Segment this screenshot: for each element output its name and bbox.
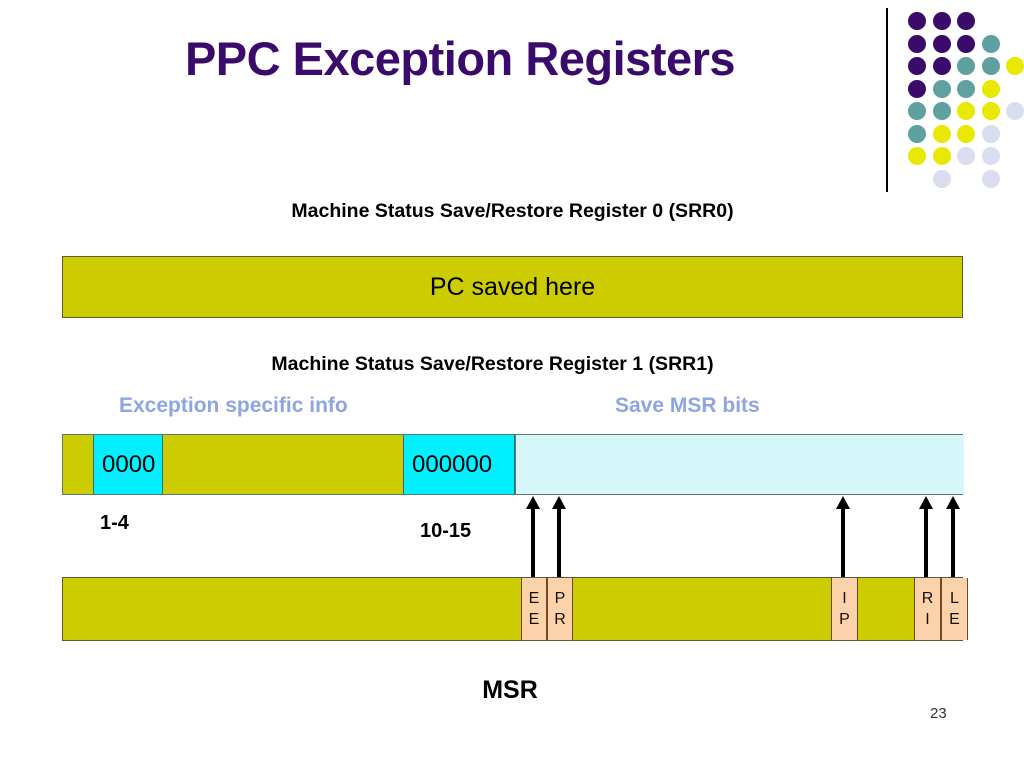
- arrow-le-shaft: [951, 508, 955, 578]
- logo-dot-teal: [908, 124, 926, 143]
- arrow-ip-head: [836, 496, 850, 509]
- logo-dot-purple: [932, 57, 951, 75]
- caption-exception-specific-info: Exception specific info: [119, 394, 348, 417]
- bit-range-10-15: 10-15: [420, 520, 472, 542]
- srr1-seg-zeros-10-15-label: 000000: [412, 450, 493, 478]
- logo-dot-teal: [932, 79, 951, 98]
- arrow-pr: [552, 496, 566, 578]
- logo-dot-teal: [981, 57, 1000, 75]
- msr-field-le-letter-top: L: [950, 589, 959, 607]
- arrow-ip: [836, 496, 850, 578]
- dot-matrix-logo: [886, 4, 1024, 192]
- msr-field-ip-letter-bottom: P: [839, 611, 850, 628]
- srr1-seg-zeros-1-4-label: 0000: [102, 450, 156, 478]
- logo-dot-purple: [908, 57, 926, 75]
- arrow-ee-shaft: [531, 508, 535, 578]
- srr0-heading: Machine Status Save/Restore Register 0 (…: [291, 200, 734, 222]
- msr-field-ee-letter-top: E: [528, 589, 540, 607]
- msr-field-le-letter-bottom: E: [949, 611, 960, 628]
- srr0-register-bar: PC saved here: [62, 256, 963, 318]
- logo-dot-purple: [957, 12, 975, 30]
- srr1-seg-olive-left: [63, 435, 93, 494]
- logo-dot-purple: [908, 12, 926, 30]
- msr-field-pr-letter-bottom: R: [554, 611, 566, 628]
- arrow-pr-head: [552, 496, 566, 509]
- logo-dot-yellow: [981, 79, 1000, 98]
- logo-dot-lavender: [957, 147, 975, 165]
- srr1-heading: Machine Status Save/Restore Register 1 (…: [271, 353, 714, 375]
- logo-dot-yellow: [932, 147, 951, 165]
- arrow-le-head: [946, 496, 960, 509]
- logo-dot-purple: [932, 34, 951, 53]
- logo-dot-teal: [932, 102, 951, 120]
- logo-dot-purple: [932, 12, 951, 30]
- logo-dot-lavender: [1006, 102, 1024, 120]
- arrow-le: [946, 496, 960, 578]
- logo-dot-teal: [981, 34, 1000, 53]
- arrow-pr-shaft: [557, 508, 561, 578]
- msr-field-ip-letter-top: I: [842, 589, 847, 607]
- logo-dot-lavender: [981, 124, 1000, 143]
- logo-dot-yellow: [957, 102, 975, 120]
- msr-field-ee-letter-bottom: E: [528, 611, 540, 628]
- logo-dot-teal: [908, 102, 926, 120]
- logo-dot-grid: [886, 4, 1024, 192]
- logo-dot-lavender: [981, 147, 1000, 165]
- msr-field-ri-letter-top: R: [921, 589, 934, 607]
- caption-save-msr-bits: Save MSR bits: [615, 394, 760, 417]
- srr1-seg-zeros-1-4: 0000: [93, 435, 163, 494]
- msr-caption: MSR: [482, 676, 538, 704]
- page-title: PPC Exception Registers: [184, 32, 736, 85]
- msr-field-ri-letter-bottom: I: [925, 611, 930, 628]
- srr1-seg-olive-mid: [163, 435, 403, 494]
- logo-dot-yellow: [1006, 57, 1024, 75]
- msr-field-pr-letter-top: P: [554, 589, 566, 607]
- logo-dot-yellow: [957, 124, 975, 143]
- srr1-seg-zeros-10-15: 000000: [403, 435, 515, 494]
- page-number: 23: [930, 705, 947, 722]
- arrow-ri: [919, 496, 933, 578]
- arrow-ip-shaft: [841, 508, 845, 578]
- arrow-ri-head: [919, 496, 933, 509]
- bit-range-1-4: 1-4: [100, 512, 129, 534]
- arrow-ee: [526, 496, 540, 578]
- logo-dot-lavender: [932, 169, 951, 188]
- srr0-bar-label: PC saved here: [429, 272, 596, 301]
- logo-dot-teal: [957, 79, 975, 98]
- arrow-ee-head: [526, 496, 540, 509]
- logo-dot-purple: [908, 79, 926, 98]
- arrow-ri-shaft: [924, 508, 928, 578]
- logo-divider-rule: [886, 8, 888, 192]
- logo-dot-purple: [908, 34, 926, 53]
- srr1-seg-msr-bits: [515, 435, 964, 494]
- logo-dot-yellow: [981, 102, 1000, 120]
- logo-dot-lavender: [981, 169, 1000, 188]
- logo-dot-purple: [957, 34, 975, 53]
- logo-dot-teal: [957, 57, 975, 75]
- logo-dot-yellow: [908, 147, 926, 165]
- logo-dot-yellow: [932, 124, 951, 143]
